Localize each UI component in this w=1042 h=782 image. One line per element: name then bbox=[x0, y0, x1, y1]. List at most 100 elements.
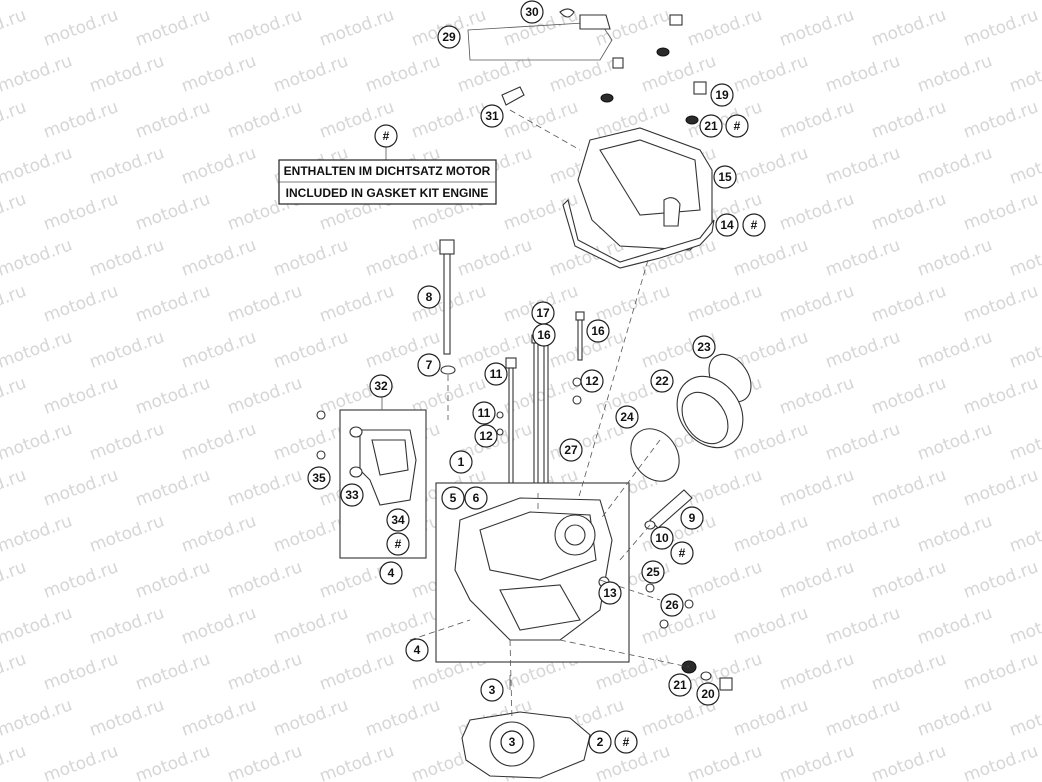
drain-plug-parts bbox=[681, 660, 733, 691]
part-callout-21: 21 bbox=[699, 114, 723, 138]
watermark-text: motod.ru bbox=[87, 51, 167, 96]
callout-label: 11 bbox=[478, 406, 491, 420]
legend-line-en: INCLUDED IN GASKET KIT ENGINE bbox=[286, 186, 489, 200]
watermark-text: motod.ru bbox=[179, 327, 259, 372]
watermark-text: motod.ru bbox=[179, 143, 259, 188]
part-callout-19: 19 bbox=[710, 83, 734, 107]
callout-bubble bbox=[680, 506, 704, 530]
part-callout-2: 2 bbox=[588, 730, 612, 754]
callout-label: 31 bbox=[485, 109, 499, 123]
callout-bubble bbox=[464, 486, 488, 510]
watermark-text: motod.ru bbox=[915, 327, 995, 372]
part-callout-16: 16 bbox=[532, 323, 556, 347]
watermark-text: motod.ru bbox=[685, 465, 765, 510]
watermark-text: motod.ru bbox=[41, 5, 121, 50]
watermark-text: motod.ru bbox=[87, 695, 167, 740]
watermark-text: motod.ru bbox=[225, 557, 305, 602]
watermark-text: motod.ru bbox=[823, 511, 903, 556]
watermark-text: motod.ru bbox=[869, 97, 949, 142]
callout-bubble bbox=[650, 526, 674, 550]
callout-label: 34 bbox=[391, 513, 405, 527]
callout-label: 10 bbox=[655, 531, 669, 545]
legend-line-de: ENTHALTEN IM DICHTSATZ MOTOR bbox=[284, 164, 491, 178]
watermark-text: motod.ru bbox=[915, 695, 995, 740]
callout-label: # bbox=[734, 119, 741, 133]
watermark-text: motod.ru bbox=[225, 649, 305, 694]
watermark-text: motod.ru bbox=[823, 327, 903, 372]
callout-bubble bbox=[650, 369, 674, 393]
part-callout-7: 7 bbox=[417, 353, 441, 377]
watermark-text: motod.ru bbox=[133, 741, 213, 782]
callout-bubble bbox=[692, 335, 716, 359]
watermark-text: motod.ru bbox=[731, 235, 811, 280]
watermark-text: motod.ru bbox=[0, 51, 75, 96]
watermark-text: motod.ru bbox=[133, 189, 213, 234]
callout-label: 4 bbox=[414, 643, 421, 657]
callout-bubble bbox=[520, 0, 544, 24]
watermark-text: motod.ru bbox=[731, 0, 811, 5]
callout-bubble bbox=[696, 682, 720, 706]
watermark-text: motod.ru bbox=[777, 741, 857, 782]
callout-bubble bbox=[699, 114, 723, 138]
callout-bubble bbox=[532, 323, 556, 347]
callout-label: 8 bbox=[426, 290, 433, 304]
watermark-text: motod.ru bbox=[363, 51, 443, 96]
watermark-text: motod.ru bbox=[915, 419, 995, 464]
callout-bubble bbox=[417, 285, 441, 309]
watermark-text: motod.ru bbox=[225, 5, 305, 50]
sensor-parts bbox=[644, 489, 693, 530]
callout-label: 23 bbox=[697, 340, 711, 354]
callout-label: # bbox=[623, 735, 630, 749]
watermark-text: motod.ru bbox=[869, 649, 949, 694]
part-callout-25: 25 bbox=[641, 560, 665, 584]
watermark-text: motod.ru bbox=[225, 465, 305, 510]
watermark-text: motod.ru bbox=[0, 143, 75, 188]
watermark-text: motod.ru bbox=[777, 97, 857, 142]
callout-label: 3 bbox=[489, 683, 496, 697]
callout-label: 32 bbox=[374, 379, 388, 393]
watermark-text: motod.ru bbox=[593, 281, 673, 326]
watermark-text: motod.ru bbox=[271, 511, 351, 556]
watermark-text: motod.ru bbox=[823, 419, 903, 464]
watermark-text: motod.ru bbox=[363, 695, 443, 740]
part-callout-3: 3 bbox=[480, 678, 504, 702]
part-callout-11: 11 bbox=[484, 362, 508, 386]
watermark-text: motod.ru bbox=[869, 465, 949, 510]
callout-bubble bbox=[307, 466, 331, 490]
part-callout-20: 20 bbox=[696, 682, 720, 706]
watermark-text: motod.ru bbox=[179, 419, 259, 464]
part-callout-3: 3 bbox=[500, 730, 524, 754]
gasket-kit-marker-callout: # bbox=[614, 730, 638, 754]
watermark-text: motod.ru bbox=[731, 511, 811, 556]
watermark-text: motod.ru bbox=[915, 511, 995, 556]
watermark-text: motod.ru bbox=[41, 557, 121, 602]
callout-label: 16 bbox=[591, 324, 605, 338]
watermark-text: motod.ru bbox=[87, 511, 167, 556]
callout-label: 21 bbox=[673, 678, 687, 692]
callout-label: 33 bbox=[345, 488, 359, 502]
callout-bubble bbox=[588, 730, 612, 754]
watermark-text: motod.ru bbox=[961, 741, 1041, 782]
watermark-text: motod.ru bbox=[869, 189, 949, 234]
watermark-text: motod.ru bbox=[363, 235, 443, 280]
callout-label: 14 bbox=[720, 218, 734, 232]
watermark-text: motod.ru bbox=[271, 327, 351, 372]
gasket-kit-marker-callout: # bbox=[386, 532, 410, 556]
part-callout-4: 4 bbox=[405, 638, 429, 662]
callout-bubble bbox=[437, 25, 461, 49]
callout-label: 17 bbox=[536, 306, 550, 320]
watermark-text: motod.ru bbox=[1007, 0, 1042, 5]
part-callout-4: 4 bbox=[379, 561, 403, 585]
callout-label: 4 bbox=[388, 566, 395, 580]
legend-symbol: # bbox=[383, 129, 390, 143]
watermark-text: motod.ru bbox=[179, 235, 259, 280]
callout-bubble bbox=[340, 483, 364, 507]
callout-label: 35 bbox=[312, 471, 326, 485]
watermark-text: motod.ru bbox=[271, 603, 351, 648]
watermark-text: motod.ru bbox=[409, 97, 489, 142]
gasket-kit-marker-callout: # bbox=[725, 114, 749, 138]
watermark-text: motod.ru bbox=[961, 97, 1041, 142]
watermark-text: motod.ru bbox=[961, 373, 1041, 418]
watermark-text: motod.ru bbox=[961, 465, 1041, 510]
callout-bubble bbox=[379, 561, 403, 585]
